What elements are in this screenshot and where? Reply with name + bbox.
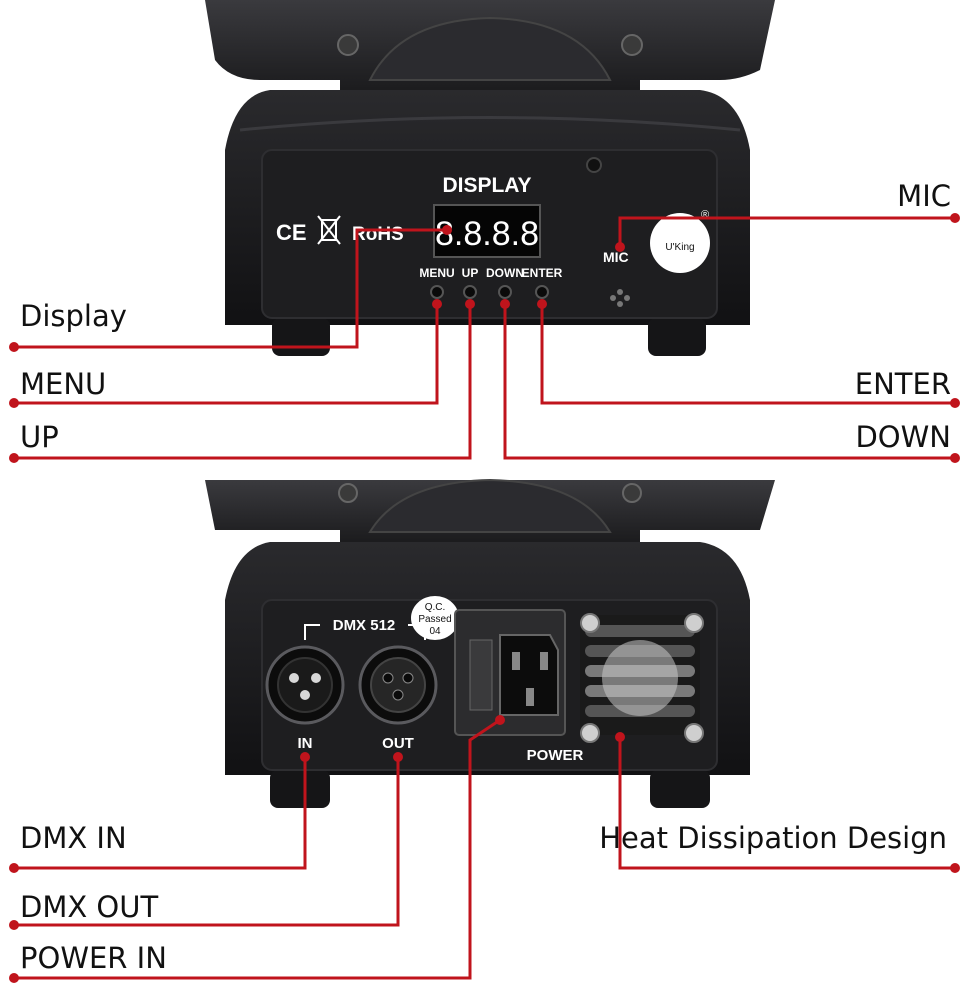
mic-panel-label: MIC <box>603 249 629 265</box>
down-button[interactable] <box>498 285 512 299</box>
callout-dots <box>9 213 960 983</box>
dmx-label: DMX 512 <box>333 617 396 634</box>
button-label-up: UP <box>462 266 479 280</box>
registered-mark: ® <box>701 209 709 221</box>
qc-line-3: 04 <box>429 626 441 637</box>
button-label-enter: ENTER <box>522 266 563 280</box>
top-foot-right <box>648 318 706 356</box>
display-heading: DISPLAY <box>442 174 531 197</box>
callout-up: UP <box>20 420 59 454</box>
callout-dmx-out: DMX OUT <box>20 890 159 924</box>
bottom-head-dome <box>368 478 612 533</box>
speaker-hole-icon <box>617 301 623 307</box>
dmx-in-connector[interactable] <box>265 645 345 725</box>
callout-menu: MENU <box>20 367 107 401</box>
callout-display: Display <box>20 299 127 333</box>
callout-mic: MIC <box>897 179 951 213</box>
cooling-fan <box>580 613 704 743</box>
top-head-dome <box>368 16 612 81</box>
ce-mark: CE <box>276 220 307 245</box>
power-panel-label: POWER <box>527 747 584 764</box>
screw-icon <box>338 483 358 503</box>
qc-sticker <box>411 596 459 640</box>
dmx-out-connector[interactable] <box>358 645 438 725</box>
button-label-menu: MENU <box>419 266 454 280</box>
brand-logo-icon <box>650 213 710 273</box>
mic-hole-icon <box>586 157 602 173</box>
screw-icon <box>621 34 643 56</box>
screw-icon <box>337 34 359 56</box>
callout-enter: ENTER <box>854 367 951 401</box>
top-device: DISPLAY 8.8.8.8 CE RoHS MENU UP DOWN ENT… <box>205 0 775 356</box>
bottom-device: DMX 512 Q.C. Passed 04 IN OUT <box>205 478 775 808</box>
qc-line-1: Q.C. <box>425 602 446 613</box>
enter-button[interactable] <box>535 285 549 299</box>
bottom-foot-left <box>270 770 330 808</box>
in-panel-label: IN <box>298 735 313 752</box>
screw-icon <box>622 483 642 503</box>
rohs-mark: RoHS <box>352 224 404 245</box>
power-inlet[interactable] <box>454 609 566 736</box>
callout-down: DOWN <box>855 420 951 454</box>
speaker-hole-icon <box>624 295 630 301</box>
top-foot-left <box>272 318 330 356</box>
callout-power-in: POWER IN <box>20 941 167 975</box>
brand-logo-text: U'King <box>665 242 694 253</box>
callout-lines <box>14 216 955 980</box>
up-button[interactable] <box>463 285 477 299</box>
callout-dmx-in: DMX IN <box>20 821 127 855</box>
top-base-edge <box>239 116 741 132</box>
bottom-foot-right <box>650 770 710 808</box>
segment-readout: 8.8.8.8 <box>435 215 539 253</box>
menu-button[interactable] <box>430 285 444 299</box>
speaker-hole-icon <box>610 295 616 301</box>
weee-bin-icon <box>317 215 341 245</box>
speaker-hole-icon <box>617 289 623 295</box>
button-label-down: DOWN <box>486 266 524 280</box>
callout-heat: Heat Dissipation Design <box>599 821 947 855</box>
out-panel-label: OUT <box>382 735 414 752</box>
qc-line-2: Passed <box>418 614 451 625</box>
